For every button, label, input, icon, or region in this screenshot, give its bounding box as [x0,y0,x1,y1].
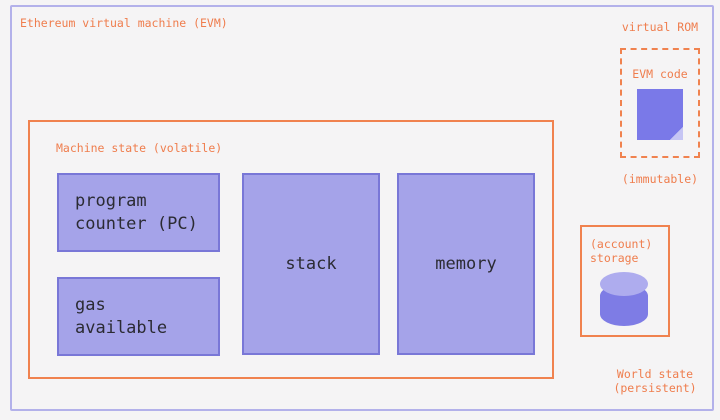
gas-available-label: gas available [75,294,168,338]
program-counter-label: program counter (PC) [75,190,198,234]
stack-label: stack [285,253,337,274]
gas-available-box: gas available [57,277,220,356]
evm-code-label: EVM code [632,67,688,81]
memory-box: memory [397,173,535,355]
storage-database-icon [600,272,648,326]
document-page-shape [637,89,683,140]
virtual-rom-label: virtual ROM [621,20,699,34]
program-counter-box: program counter (PC) [57,173,220,252]
evm-title: Ethereum virtual machine (EVM) [20,16,228,30]
machine-state-label: Machine state (volatile) [56,141,223,155]
world-state-label: World state (persistent) [613,367,697,395]
account-storage-label: (account) storage [590,237,653,265]
memory-label: memory [435,253,497,274]
account-storage-box: (account) storage [580,225,670,337]
evm-code-box: EVM code [620,48,700,158]
machine-state-box: Machine state (volatile) program counter… [28,120,554,379]
immutable-label: (immutable) [621,172,699,186]
stack-box: stack [242,173,380,355]
cylinder-top-shape [600,272,648,296]
evm-code-document-icon [637,89,683,140]
evm-outer-frame [10,5,714,411]
